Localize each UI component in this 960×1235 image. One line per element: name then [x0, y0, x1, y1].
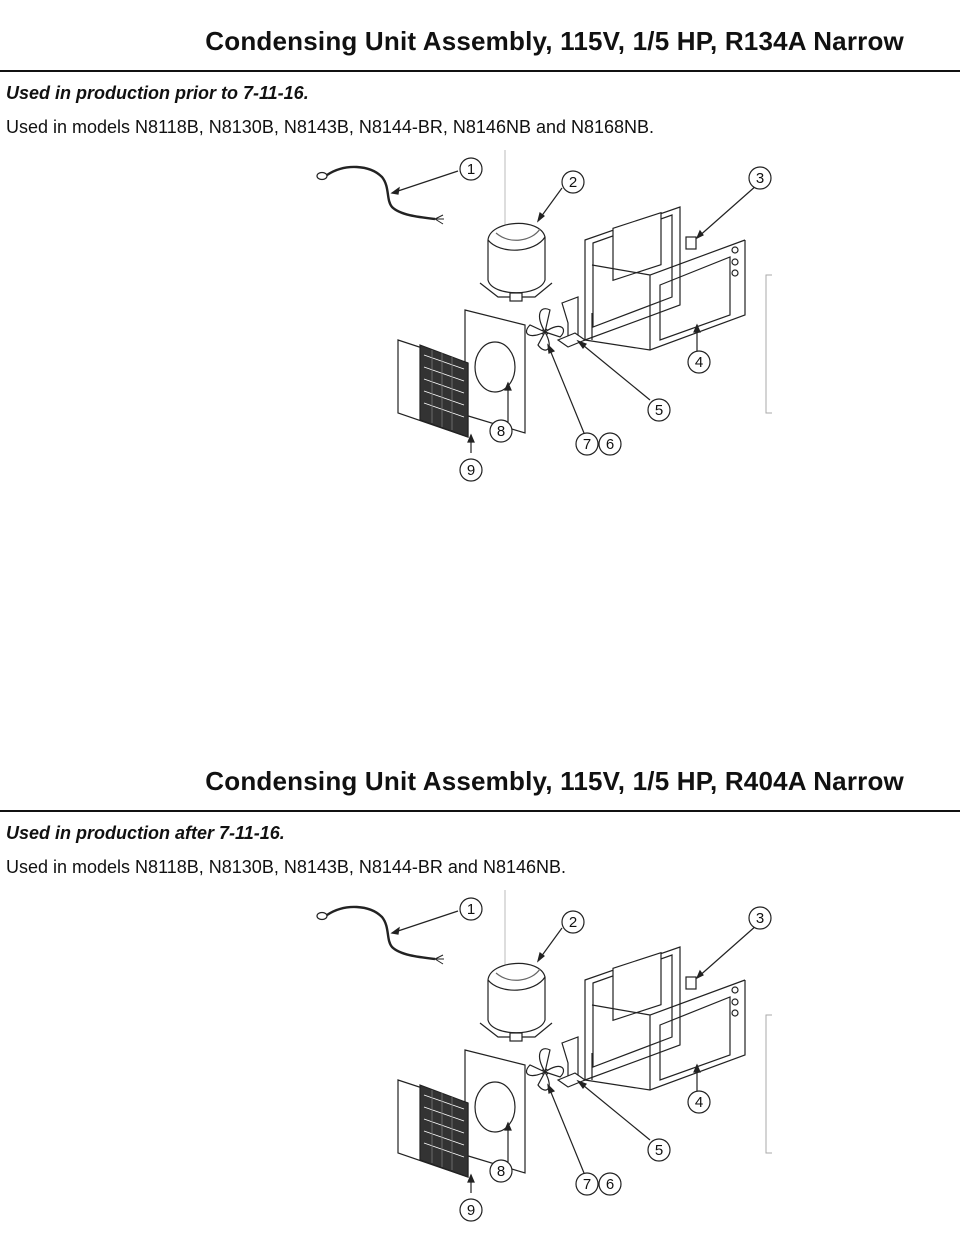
section-title: Condensing Unit Assembly, 115V, 1/5 HP, … [205, 766, 904, 796]
fan-bracket-part [556, 296, 587, 348]
mounting-base-part [584, 946, 746, 1091]
callout-4: 4 [695, 1094, 703, 1111]
production-note: Used in production after 7-11-16. [6, 823, 285, 843]
production-note: Used in production prior to 7-11-16. [6, 83, 309, 103]
callout-7: 7 [583, 436, 591, 453]
callout-9: 9 [467, 1202, 475, 1219]
power-cord-part [316, 165, 444, 225]
power-cord-part [316, 905, 444, 965]
callout-8: 8 [497, 1163, 505, 1180]
callout-7: 7 [583, 1176, 591, 1193]
condenser-coil-part [397, 1079, 469, 1178]
compressor-part [479, 222, 553, 302]
callout-2: 2 [569, 174, 577, 191]
callout-2: 2 [569, 914, 577, 931]
callout-1: 1 [467, 901, 475, 918]
fan-shroud-part [464, 1049, 526, 1174]
callout-5: 5 [655, 402, 663, 419]
callout-9: 9 [467, 462, 475, 479]
models-list: Used in models N8118B, N8130B, N8143B, N… [6, 857, 566, 877]
exploded-parts-diagram: 1 2 3 4 5 8 7 6 9 [300, 885, 790, 1235]
mounting-base-part [584, 206, 746, 351]
section-title: Condensing Unit Assembly, 115V, 1/5 HP, … [205, 26, 904, 56]
callout-3: 3 [756, 170, 764, 187]
callout-5: 5 [655, 1142, 663, 1159]
compressor-part [479, 962, 553, 1042]
fan-bracket-part [556, 1036, 587, 1088]
exploded-parts-diagram: 1 2 3 4 5 8 7 6 9 [300, 145, 790, 495]
callout-6: 6 [606, 1176, 614, 1193]
title-divider [0, 70, 960, 72]
assembly-section-r134a: Condensing Unit Assembly, 115V, 1/5 HP, … [0, 26, 960, 495]
title-divider [0, 810, 960, 812]
assembly-section-r404a: Condensing Unit Assembly, 115V, 1/5 HP, … [0, 740, 960, 1222]
fan-blade-part [525, 308, 565, 351]
callout-8: 8 [497, 423, 505, 440]
models-list: Used in models N8118B, N8130B, N8143B, N… [6, 117, 655, 137]
callout-6: 6 [606, 436, 614, 453]
condenser-coil-part [397, 339, 469, 438]
fan-blade-part [525, 1048, 565, 1091]
fan-shroud-part [464, 309, 526, 434]
callout-4: 4 [695, 354, 703, 371]
callout-1: 1 [467, 161, 475, 178]
callout-3: 3 [756, 910, 764, 927]
